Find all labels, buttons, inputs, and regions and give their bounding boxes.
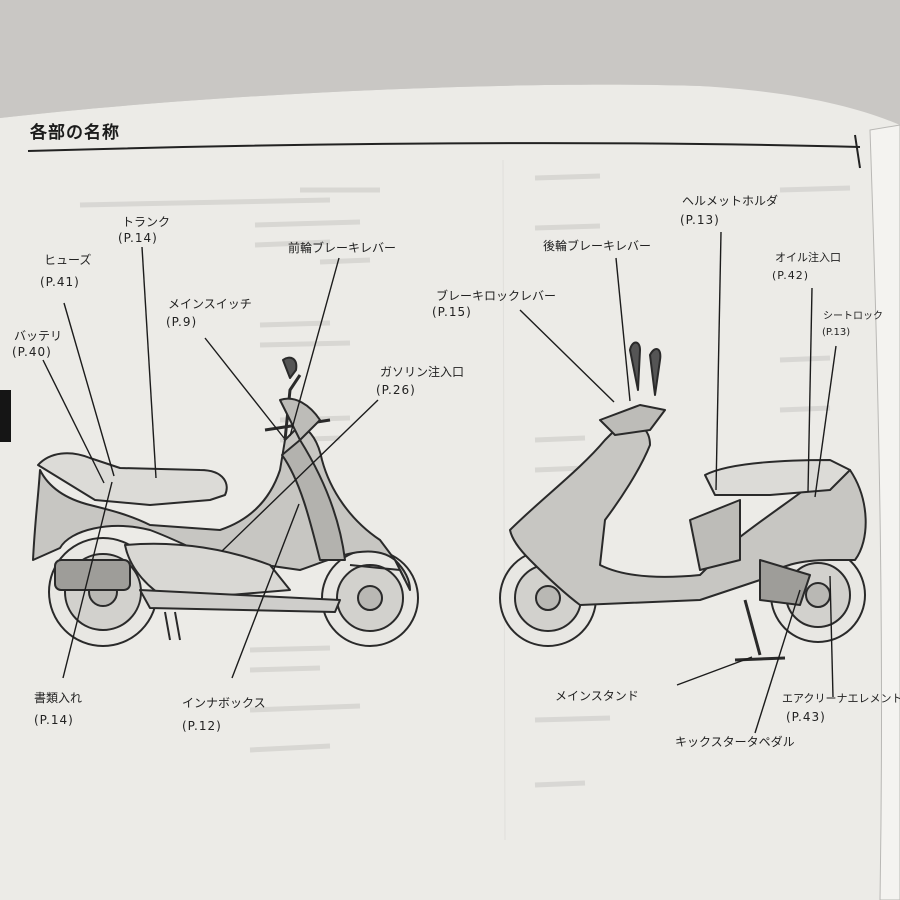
label-fuel-inlet: ガソリン注入口 (380, 365, 465, 379)
label-main-switch-ref: (P.9) (166, 315, 198, 329)
label-trunk: トランク (122, 216, 170, 228)
label-air-cleaner: エアクリーナエレメント (782, 692, 900, 705)
label-brake-lock-lever-ref: (P.15) (432, 305, 472, 319)
label-fuse: ヒューズ (44, 253, 92, 267)
label-front-brake-lever: 前輪ブレーキレバー (288, 241, 397, 255)
label-air-cleaner-ref: (P.43) (786, 710, 826, 724)
label-helmet-holder-ref: (P.13) (680, 213, 720, 227)
label-document-holder: 書類入れ (34, 691, 83, 705)
page-title: 各部の名称 (30, 123, 120, 143)
label-rear-brake-lever: 後輪ブレーキレバー (543, 239, 652, 253)
label-battery-ref: (P.40) (12, 345, 52, 359)
label-seat-lock: シートロック (823, 311, 883, 322)
label-battery: バッテリ (14, 329, 63, 343)
label-oil-inlet-ref: (P.42) (772, 269, 809, 282)
label-inner-box: インナボックス (182, 696, 266, 710)
label-fuel-inlet-ref: (P.26) (376, 383, 416, 397)
label-kick-starter: キックスタータペダル (675, 735, 795, 749)
label-trunk-ref: (P.14) (118, 231, 158, 245)
label-helmet-holder: ヘルメットホルダ (682, 194, 779, 208)
label-trunk-name: トランク (122, 215, 171, 229)
label-main-switch: メインスイッチ (168, 297, 252, 311)
label-main-stand: メインスタンド (555, 689, 639, 703)
label-oil-inlet: オイル注入口 (775, 251, 841, 264)
label-fuse-ref: (P.41) (40, 275, 80, 289)
label-seat-lock-ref: (P.13) (822, 327, 851, 338)
label-document-holder-ref: (P.14) (34, 713, 74, 727)
label-brake-lock-lever: ブレーキロックレバー (436, 289, 557, 303)
label-inner-box-ref: (P.12) (182, 719, 222, 733)
